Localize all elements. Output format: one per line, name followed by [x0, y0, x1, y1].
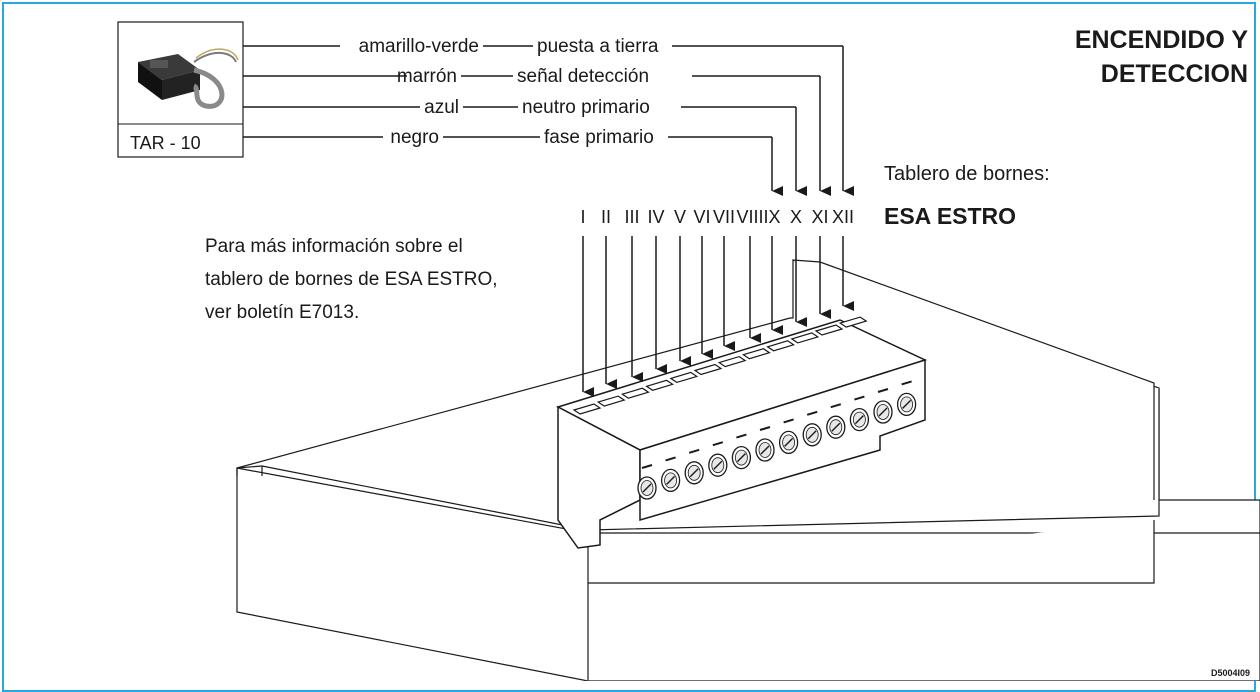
terminal-screw-VII	[778, 418, 799, 455]
terminal-label-XI: XI	[811, 207, 828, 227]
info-line-3: ver boletín E7013.	[205, 302, 359, 323]
wire-function-4: fase primario	[544, 127, 654, 148]
device-label: TAR - 10	[130, 133, 201, 153]
info-line-1: Para más información sobre el	[205, 236, 463, 257]
terminal-screw-IV	[708, 441, 728, 477]
terminal-slot-II	[596, 395, 626, 407]
terminal-slot-VIII	[742, 348, 771, 360]
terminal-slot-I	[572, 403, 602, 415]
transformer-photo	[138, 48, 239, 109]
wire-function-3: neutro primario	[522, 97, 650, 118]
terminal-label-V: V	[674, 207, 686, 227]
terminal-slot-IV	[645, 379, 674, 391]
terminal-label-VIII: VIII	[736, 207, 763, 227]
terminal-label-IX: IX	[763, 207, 780, 227]
title-line-1: ENCENDIDO Y	[1075, 26, 1249, 54]
terminal-label-XII: XII	[832, 207, 854, 227]
terminal-screw-IX	[826, 403, 846, 439]
terminal-screw-V	[731, 433, 752, 470]
board-name: ESA ESTRO	[884, 203, 1016, 229]
terminal-label-VII: VII	[713, 207, 735, 227]
wire-function-1: puesta a tierra	[537, 36, 659, 57]
terminal-slot-VI	[693, 363, 723, 376]
terminal-slot-III	[621, 387, 650, 399]
drawing-code: D5004I09	[1211, 668, 1250, 678]
terminal-label-III: III	[624, 207, 639, 227]
terminal-label-X: X	[790, 207, 802, 227]
wire-lines	[243, 45, 854, 196]
terminal-slot-X	[790, 332, 820, 344]
board-label: Tablero de bornes:	[884, 163, 1050, 185]
wire-color-1: amarillo-verde	[359, 36, 479, 57]
terminal-cells	[572, 316, 868, 415]
wire-function-2: señal detección	[517, 66, 649, 87]
tar10-device: TAR - 10	[117, 21, 244, 158]
terminal-arrows	[582, 236, 854, 397]
terminal-label-IV: IV	[647, 207, 664, 227]
terminal-screw-VI	[755, 426, 775, 462]
terminal-label-I: I	[580, 207, 585, 227]
terminal-screw-I	[637, 464, 657, 500]
info-line-2: tablero de bornes de ESA ESTRO,	[205, 269, 498, 290]
wire-color-2: marrón	[397, 66, 457, 87]
wire-color-3: azul	[424, 97, 459, 118]
terminal-slot-XI	[814, 324, 844, 336]
terminal-label-II: II	[601, 207, 611, 227]
terminal-slot-IX	[766, 340, 795, 352]
terminal-screw-XII	[896, 380, 917, 417]
terminal-slot-VII	[717, 355, 747, 368]
terminal-screw-XI	[873, 388, 893, 424]
terminal-slot-V	[669, 371, 699, 384]
terminal-slot-XII	[838, 316, 868, 328]
terminal-screw-III	[684, 448, 704, 485]
title-line-2: DETECCION	[1101, 60, 1248, 88]
terminal-screws	[637, 380, 917, 500]
wire-color-4: negro	[390, 127, 439, 148]
terminal-screw-X	[849, 395, 870, 432]
terminal-screw-VIII	[802, 410, 822, 447]
terminal-label-VI: VI	[693, 207, 710, 227]
terminal-screw-II	[660, 456, 681, 493]
